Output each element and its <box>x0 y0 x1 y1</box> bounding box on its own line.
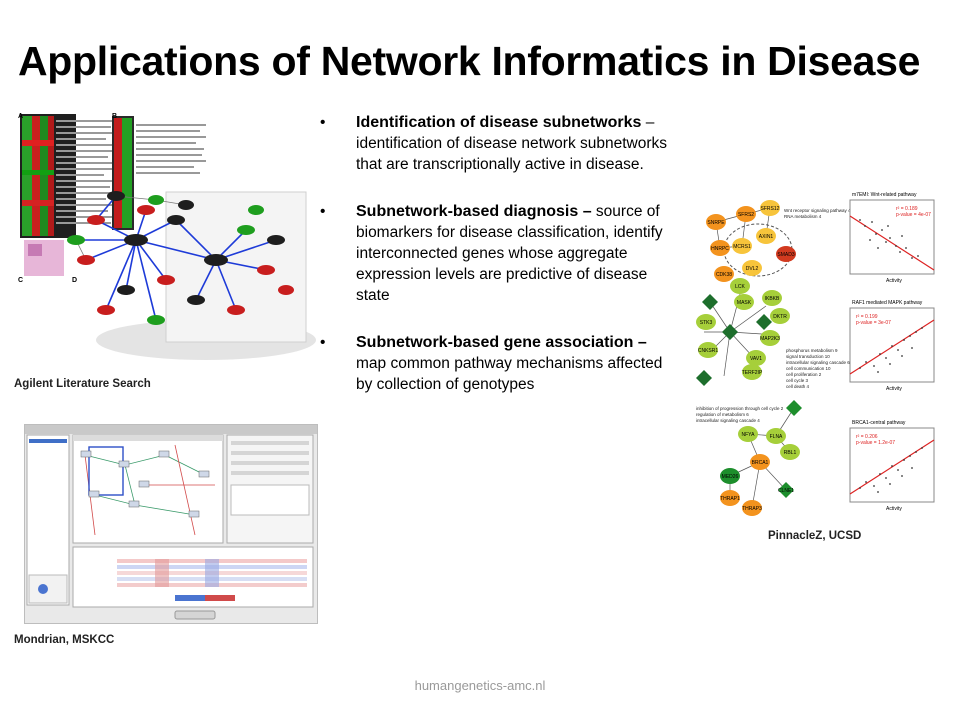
bullet-heading: Subnetwork-based diagnosis – <box>356 203 592 220</box>
node-label: FLNA <box>770 434 783 440</box>
plot-title: m7EMI: Wnt-related pathway <box>852 192 917 198</box>
annotation-text: phosphorus metabolism 9 <box>786 348 838 353</box>
bullet-item: • Identification of disease subnetworks … <box>318 112 670 175</box>
node-label: THRAP1 <box>720 496 740 502</box>
mondrian-screenshot <box>25 425 317 620</box>
node-label: DKTR <box>773 314 787 320</box>
node-label: TERF2IP <box>742 370 763 376</box>
agilent-figure: A B C D <box>16 110 316 372</box>
panel-label-d: D <box>72 277 77 284</box>
annotation-text: cell proliferation 2 <box>786 372 822 377</box>
annotation-text: Wnt receptor signaling pathway 4 <box>784 208 851 213</box>
annotation-text: regulation of metabolism 6 <box>696 412 749 417</box>
axis-label: Activity <box>886 278 902 284</box>
bullet-item: • Subnetwork-based gene association – ma… <box>318 332 670 395</box>
node-label: CNKSR1 <box>698 348 719 354</box>
node-label: IKBKB <box>765 296 780 302</box>
node-label: SFRS12 <box>761 206 780 212</box>
bullet-heading: Identification of disease subnetworks <box>356 114 642 131</box>
stat-r2: r² = 0.199 <box>856 314 878 320</box>
plot-title: BRCA1-central pathway <box>852 420 906 426</box>
bullet-body: map common pathway mechanisms affected b… <box>356 355 663 393</box>
mondrian-caption: Mondrian, MSKCC <box>14 634 115 646</box>
stat-p: p-value = 4e-07 <box>896 212 931 218</box>
stat-p: p-value = 1.2e-07 <box>856 440 895 446</box>
node-label: RBL1 <box>784 450 797 456</box>
node-label: AXIN1 <box>759 234 774 240</box>
slide-footer: humangenetics-amc.nl <box>414 678 546 693</box>
node-label: MED26 <box>722 474 739 480</box>
node-label: MCRS1 <box>733 244 751 250</box>
bullet-dot-icon: • <box>320 114 326 131</box>
annotation-text: cell death 4 <box>786 384 810 389</box>
bullet-dot-icon: • <box>320 334 326 351</box>
node-label: SMAD3 <box>777 252 794 258</box>
bullet-list: • Identification of disease subnetworks … <box>318 112 670 421</box>
annotation-text: signal transduction 10 <box>786 354 830 359</box>
panel-label-c: C <box>18 277 23 284</box>
node-label: MASK <box>737 300 752 306</box>
pinnaclez-networks: SFRS2 SNRPE HNRPC CDK38 SFRS12 MCRS1 AXI… <box>696 192 935 516</box>
panel-label-b: B <box>112 113 117 120</box>
mondrian-figure <box>24 424 318 624</box>
axis-label: Activity <box>886 386 902 392</box>
annotation-text: cell cycle 3 <box>786 378 809 383</box>
node-label: BRCA1 <box>752 460 769 466</box>
node-label: NFYA <box>742 432 756 438</box>
annotation-text: RNA metabolism 4 <box>784 214 822 219</box>
node-label: DVL2 <box>746 266 759 272</box>
annotation-text: inhibition of progression through cell c… <box>696 406 784 411</box>
pinnaclez-caption: PinnacleZ, UCSD <box>768 530 862 542</box>
node-label: CDK38 <box>716 272 732 278</box>
bullet-heading: Subnetwork-based gene association – <box>356 334 647 351</box>
node-label: LCK <box>735 284 745 290</box>
heatmap-a <box>22 116 54 236</box>
pinnaclez-figure: SFRS2 SNRPE HNRPC CDK38 SFRS12 MCRS1 AXI… <box>690 186 942 520</box>
bullet-dot-icon: • <box>320 203 326 220</box>
node-label: STK3 <box>700 320 713 326</box>
scatter-plot-top: m7EMI: Wnt-related pathway r² = 0.189 p-… <box>849 192 935 284</box>
slide-title: Applications of Network Informatics in D… <box>18 38 921 84</box>
bullet-body: source of biomarkers for disease classif… <box>356 203 663 304</box>
stat-r2: r² = 0.189 <box>896 206 918 212</box>
node-label: SFRS2 <box>738 212 754 218</box>
axis-label: Activity <box>886 506 902 512</box>
agilent-network-image: A B C D <box>18 113 316 360</box>
network-nodes <box>67 191 294 325</box>
annotation-text: cell communication 10 <box>786 366 831 371</box>
node-label: THRAP3 <box>742 506 762 512</box>
annotation-text: intracellular signaling cascade 4 <box>696 418 760 423</box>
scatter-plot-middle: RAF1 mediated MAPK pathway r² = 0.199 p-… <box>849 300 935 392</box>
agilent-caption: Agilent Literature Search <box>14 378 151 390</box>
node-label: MAP2K3 <box>760 336 780 342</box>
panel-label-a: A <box>18 113 23 120</box>
node-label: HNRPC <box>711 246 729 252</box>
stat-r2: r² = 0.206 <box>856 434 878 440</box>
annotation-text: intracellular signaling cascade 6 <box>786 360 850 365</box>
scatter-plot-bottom: BRCA1-central pathway r² = 0.206 p-value… <box>849 420 935 512</box>
bullet-body: – identification of disease network subn… <box>356 114 668 173</box>
plot-title: RAF1 mediated MAPK pathway <box>852 300 923 306</box>
node-label: SNRPE <box>707 220 725 226</box>
bullet-item: • Subnetwork-based diagnosis – source of… <box>318 201 670 306</box>
mondrian-heatmap <box>117 559 307 587</box>
node-label: CLNE1 <box>778 488 794 494</box>
stat-p: p-value = 3e-07 <box>856 320 891 326</box>
node-label: VAV1 <box>750 356 762 362</box>
